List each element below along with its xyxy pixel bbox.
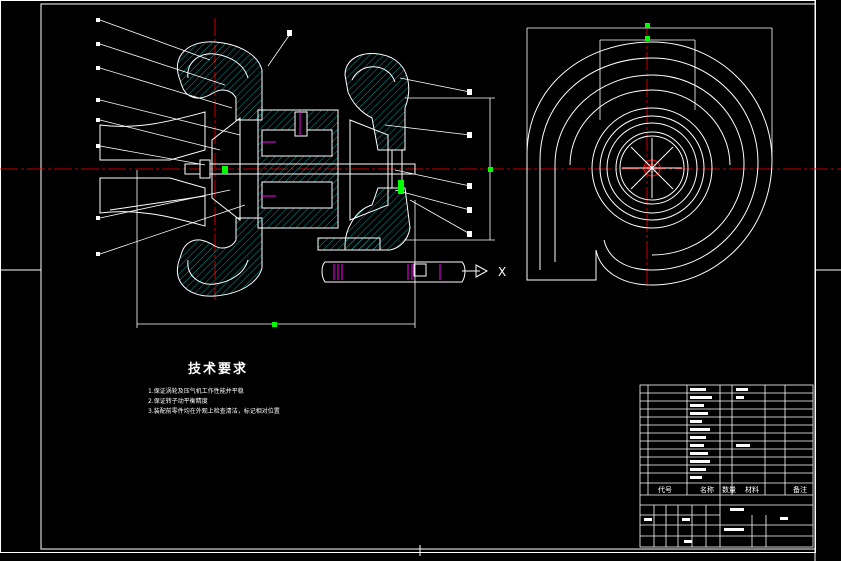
header-qty: 数量 [722,485,736,494]
view-direction-label: X [498,265,506,279]
turbocharger-end-view [526,41,773,286]
header-material: 材料 [745,485,759,494]
parts-list-rows [640,392,813,474]
shaft [184,163,416,175]
title-block [639,384,814,548]
compressor-volute-upper [177,41,263,121]
compressor-volute-lower [177,217,263,297]
turbocharger-section-view [99,41,489,297]
end-view-dimension-marks [645,23,650,41]
part-leader-lines [99,19,471,255]
title-block-fill-marks [644,388,788,543]
title-block-headers: 代号 名称 数量 材料 备注 [658,485,807,494]
turbine-volute-lower [344,187,411,251]
tech-requirement-item: 3.装配前零件均在外观上检查清洁，标记相对位置 [148,408,280,415]
turbine-wheel [349,119,389,221]
volute-spiral [526,41,773,286]
header-code: 代号 [658,485,672,494]
accent-markers [262,112,441,280]
mounting-flange [321,261,466,283]
compressor-wheel [211,116,241,222]
dimension-marks [222,166,493,327]
center-lines [0,18,841,300]
header-remark: 备注 [793,485,807,494]
header-name: 名称 [700,485,714,494]
part-balloons [96,18,472,256]
technical-requirements: 技术要求 1.保证涡轮及压气机工作性能并平稳 2.保证转子动平衡精度 3.装配前… [148,358,280,417]
tech-requirements-title: 技术要求 [188,362,249,377]
tech-requirement-item: 2.保证转子动平衡精度 [148,398,208,405]
tech-requirement-item: 1.保证涡轮及压气机工作性能并平稳 [148,388,244,395]
